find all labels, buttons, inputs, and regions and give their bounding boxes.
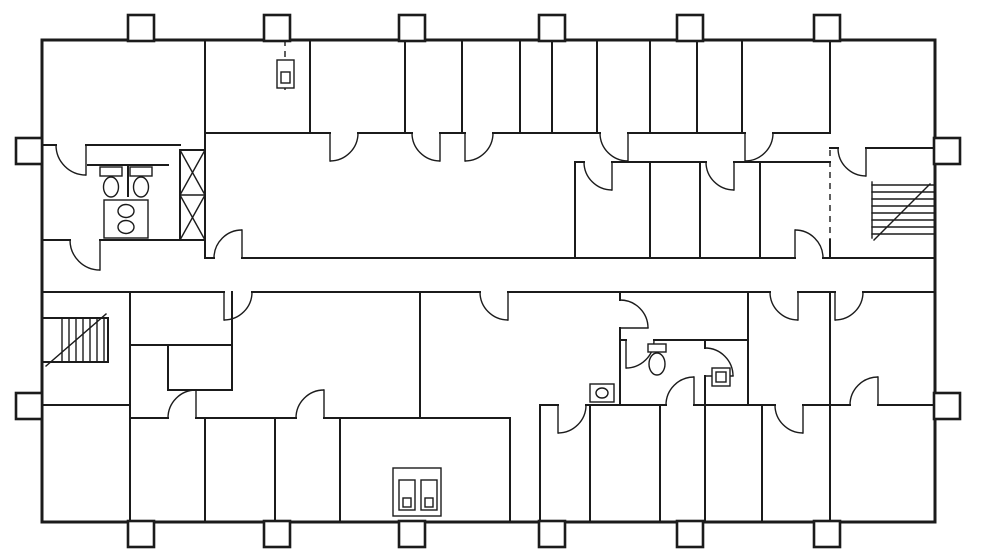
toilet-tank <box>99 166 123 177</box>
elevator-cross-brace <box>179 149 206 196</box>
toilet-tank <box>647 343 667 353</box>
elevator-cross-brace <box>179 194 206 241</box>
door-swing-arc <box>704 347 734 377</box>
column-pilaster <box>675 13 705 43</box>
column-pilaster <box>126 13 156 43</box>
door-swing-arc <box>69 239 101 271</box>
column-pilaster <box>262 13 292 43</box>
stair-tread <box>873 183 931 241</box>
door-swing-arc <box>583 161 613 191</box>
door-swing-arc <box>479 291 509 321</box>
column-pilaster <box>537 519 567 549</box>
door-swing-arc <box>55 144 87 176</box>
door-swing-arc <box>834 291 864 321</box>
toilet-bowl <box>648 352 666 376</box>
stair-tread <box>45 313 107 367</box>
door-swing-arc <box>464 132 494 162</box>
column-pilaster <box>932 391 962 421</box>
column-pilaster <box>397 519 427 549</box>
door-swing-arc <box>849 376 879 406</box>
mop-sink-inner <box>715 371 727 383</box>
column-pilaster <box>397 13 427 43</box>
door-swing-arc <box>223 291 253 321</box>
column-pilaster <box>812 519 842 549</box>
column-pilaster <box>262 519 292 549</box>
column-pilaster <box>537 13 567 43</box>
equipment-unit-inner <box>424 497 434 508</box>
door-swing-arc <box>705 161 735 191</box>
door-swing-arc <box>794 229 824 259</box>
toilet-tank <box>129 166 153 177</box>
door-swing-arc <box>774 404 804 434</box>
door-swing-arc <box>295 389 325 419</box>
door-swing-arc <box>665 376 695 406</box>
column-pilaster <box>14 391 44 421</box>
door-swing-arc <box>744 132 774 162</box>
sink-basin <box>117 219 135 235</box>
toilet-bowl <box>102 176 120 198</box>
door-swing-arc <box>837 147 867 177</box>
sink-basin <box>117 203 135 219</box>
column-pilaster <box>126 519 156 549</box>
column-pilaster <box>14 136 44 166</box>
door-swing-arc <box>329 132 359 162</box>
door-swing-arc <box>167 389 197 419</box>
door-swing-arc <box>557 404 587 434</box>
wall-cabinet-inner <box>280 71 291 84</box>
sink-basin <box>595 387 609 399</box>
door-swing-arc <box>599 132 629 162</box>
door-swing-arc <box>769 291 799 321</box>
column-pilaster <box>932 136 962 166</box>
equipment-unit-inner <box>402 497 412 508</box>
door-swing-arc <box>619 299 649 329</box>
column-pilaster <box>812 13 842 43</box>
door-swing-arc <box>213 229 243 259</box>
door-swing-arc <box>411 132 441 162</box>
toilet-bowl <box>132 176 150 198</box>
column-pilaster <box>675 519 705 549</box>
